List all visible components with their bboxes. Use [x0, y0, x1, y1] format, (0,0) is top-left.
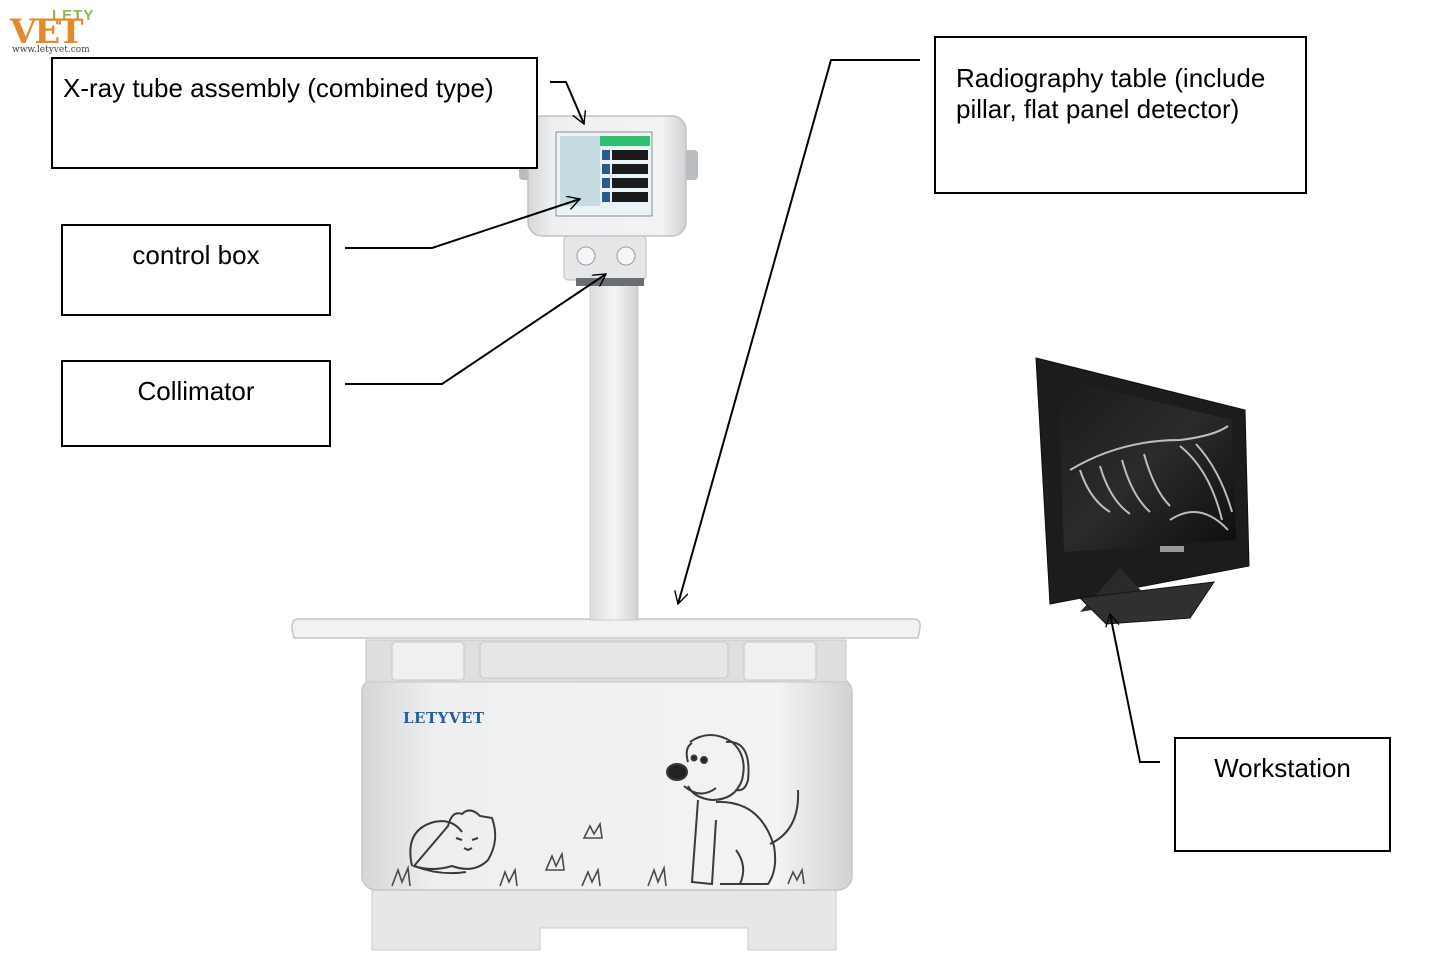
label-radiography-table: Radiography table (include pillar, flat …: [934, 36, 1307, 194]
label-workstation: Workstation: [1174, 737, 1391, 852]
leader-tube: [550, 81, 584, 124]
workstation-monitor: [1035, 357, 1250, 625]
logo-top-text: LETY: [52, 7, 95, 24]
radiography-table: LETYVET: [291, 283, 921, 951]
leader-lines: [345, 59, 1160, 763]
label-table-line2: pillar, flat panel detector): [956, 94, 1240, 124]
leader-table: [678, 59, 920, 604]
xray-image: [1069, 425, 1233, 531]
logo-main-text: VET: [10, 12, 84, 52]
xray-tube-assembly: [519, 115, 698, 286]
dog-drawing: [666, 734, 800, 886]
label-control-box-text: control box: [132, 240, 260, 270]
leader-collimator: [345, 273, 606, 385]
leader-control-box: [345, 199, 580, 249]
cat-drawing: [409, 809, 497, 875]
grass-drawing: [391, 821, 805, 887]
machine-brand: LETYVET: [403, 709, 485, 727]
label-xray-tube-text: X-ray tube assembly (combined type): [63, 73, 494, 103]
label-table-line1: Radiography table (include: [956, 63, 1266, 93]
control-panel-buttons: [602, 150, 648, 202]
label-collimator-text: Collimator: [137, 376, 255, 406]
letyvet-logo: LETY VET www.letyvet.com: [6, 6, 106, 58]
logo-url: www.letyvet.com: [12, 45, 90, 55]
label-workstation-text: Workstation: [1214, 753, 1351, 783]
label-collimator: Collimator: [61, 360, 331, 447]
label-xray-tube-assembly: X-ray tube assembly (combined type): [51, 57, 538, 169]
leader-workstation: [1110, 614, 1160, 763]
label-control-box: control box: [61, 224, 331, 316]
